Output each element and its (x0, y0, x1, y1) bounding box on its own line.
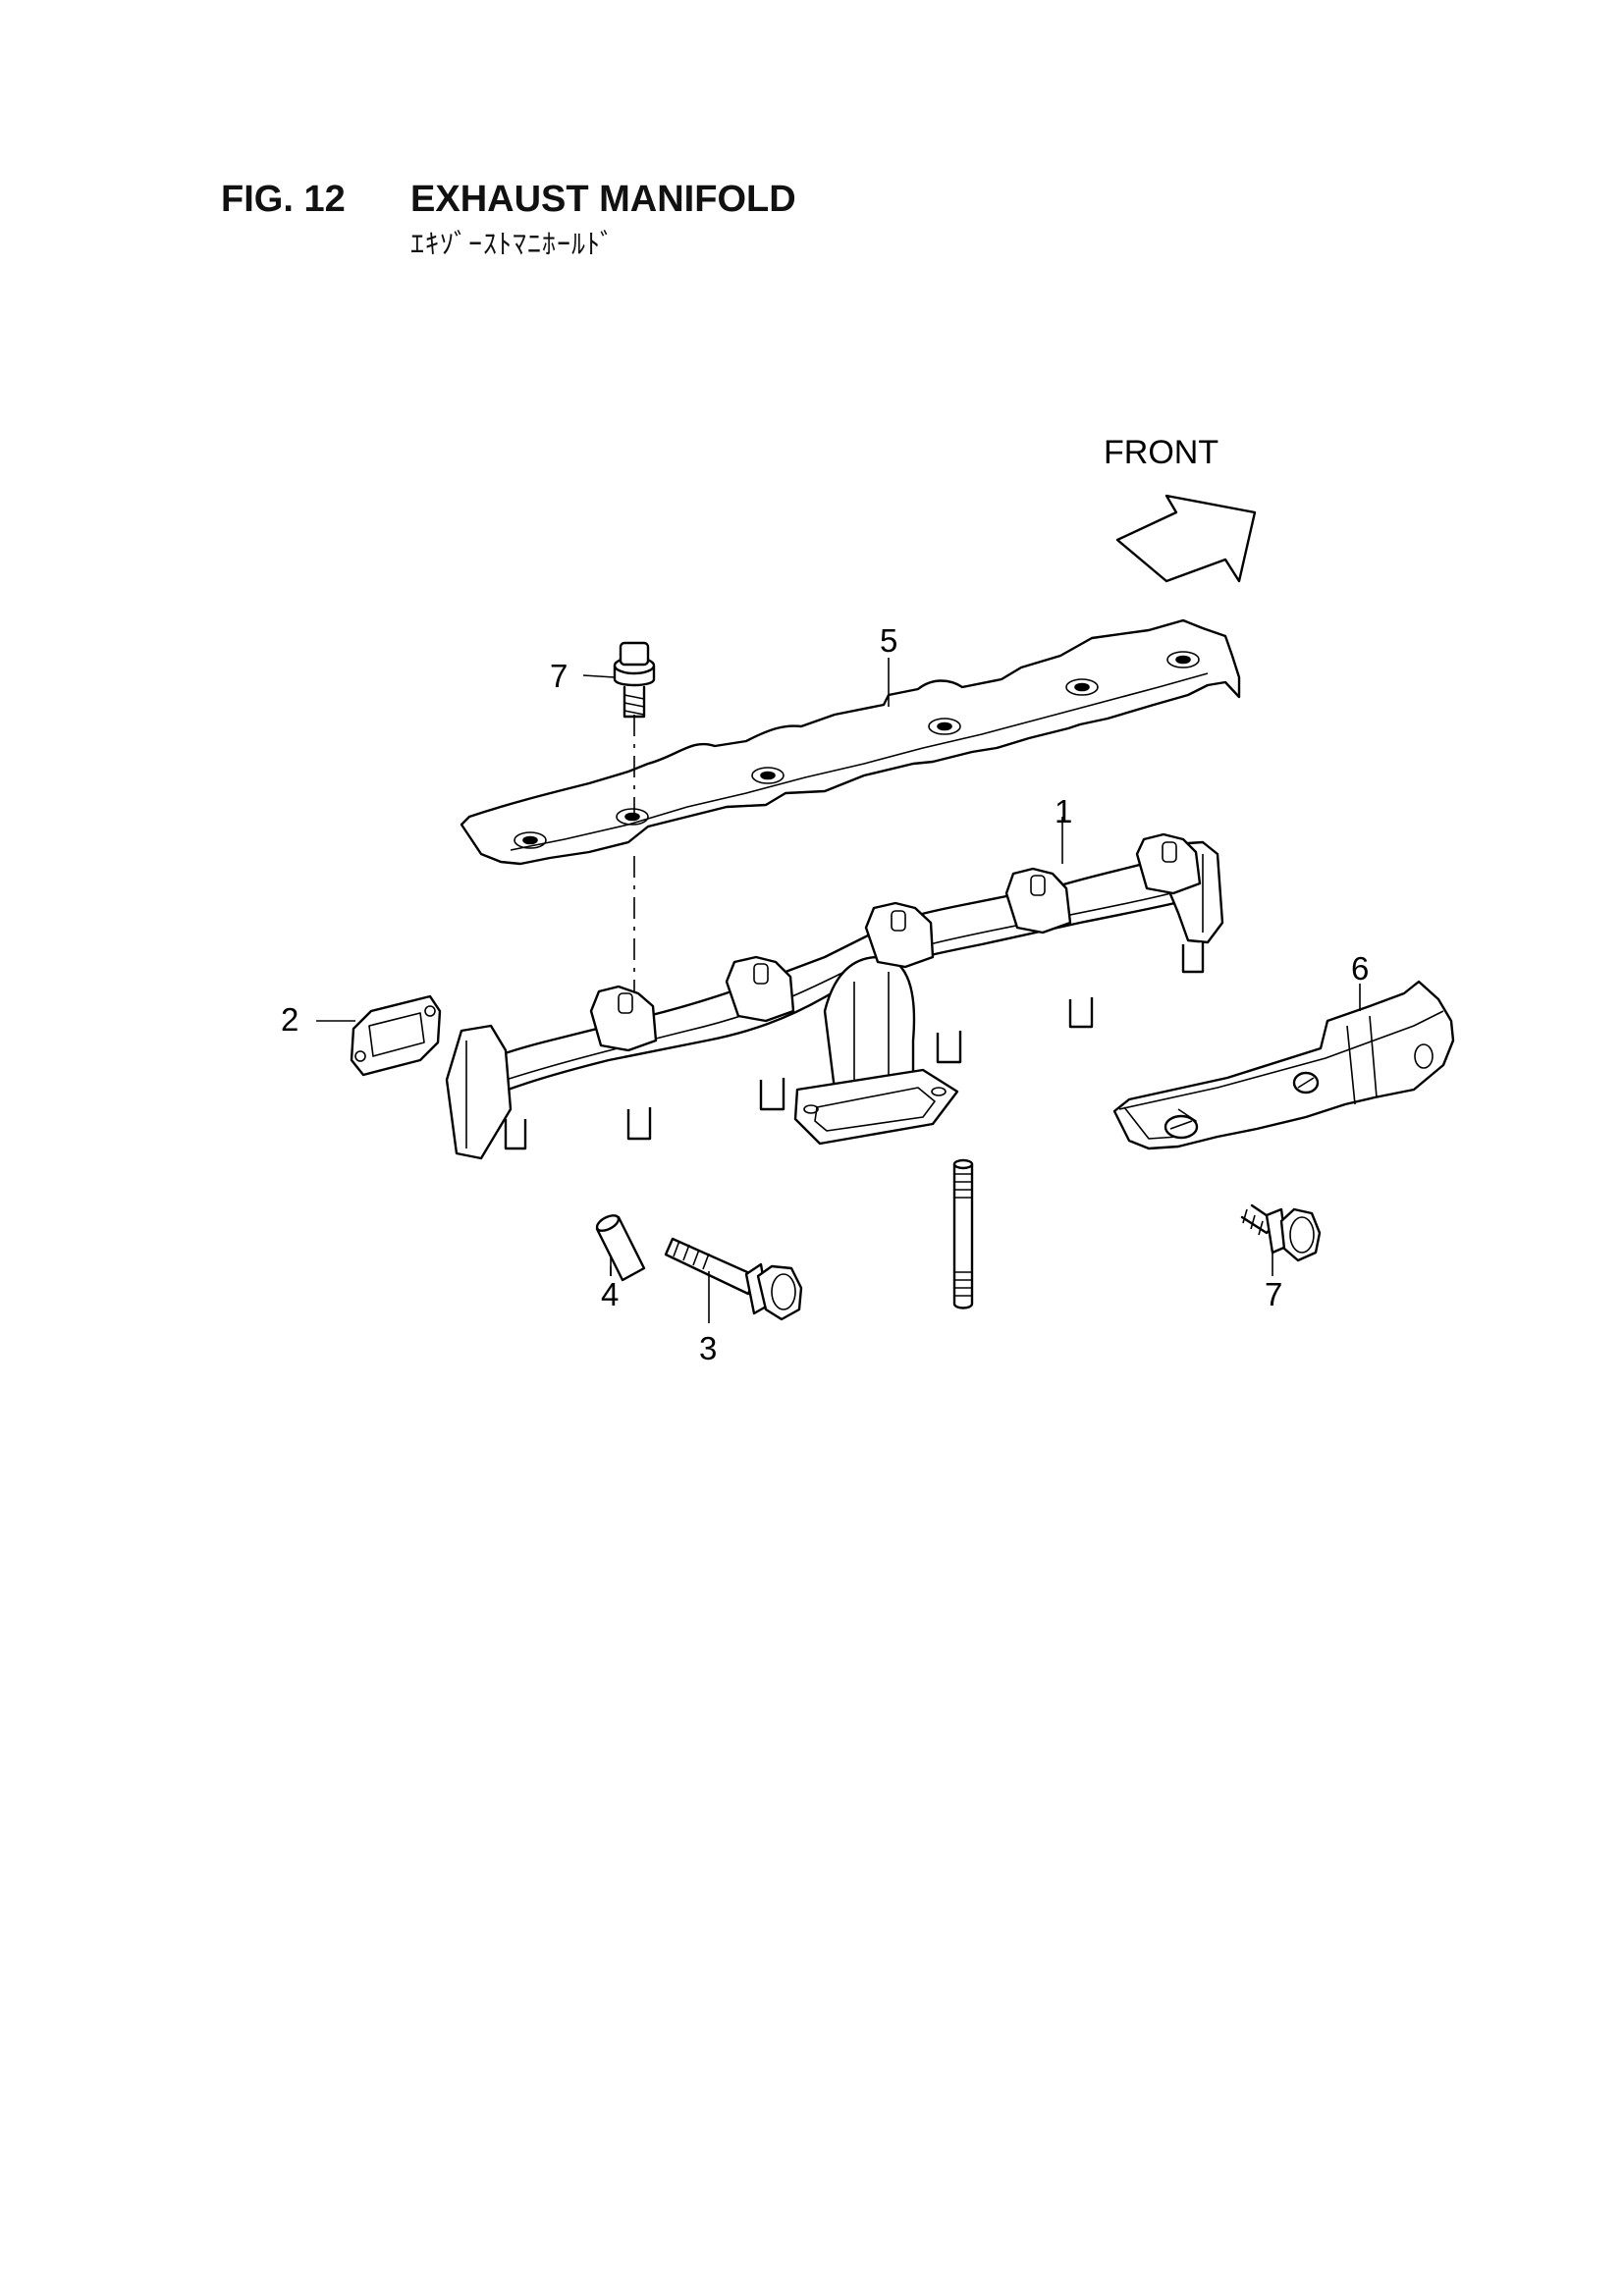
gasket-part (350, 994, 442, 1077)
heat-shield-side-part (1112, 980, 1455, 1150)
callout-2: 2 (281, 1001, 298, 1038)
flange-bolt-long-part (664, 1237, 803, 1321)
front-label: FRONT (1104, 434, 1218, 471)
callout-1: 1 (1055, 793, 1072, 829)
front-arrow-icon (1115, 494, 1257, 583)
dowel-pin-part (595, 1214, 646, 1282)
heat-shield-upper-part (460, 618, 1241, 866)
callout-5: 5 (880, 622, 897, 659)
callout-4: 4 (601, 1276, 619, 1312)
callout-6: 6 (1351, 950, 1369, 987)
flange-bolt-upper-part (613, 641, 656, 719)
callout-3: 3 (699, 1330, 717, 1366)
flange-bolt-lower-part (1240, 1203, 1322, 1262)
figure-title: EXHAUST MANIFOLD (410, 179, 796, 220)
stud-part (952, 1158, 974, 1309)
exhaust-manifold-part (445, 832, 1224, 1160)
callout-leaders (316, 658, 1361, 1323)
callout-7-lower: 7 (1265, 1276, 1282, 1312)
figure-number: FIG. 12 (221, 179, 346, 220)
figure-subtitle: ｴｷｿﾞｰｽﾄﾏﾆﾎｰﾙﾄﾞ (410, 229, 616, 259)
callout-7-upper: 7 (550, 658, 568, 694)
front-direction-indicator: FRONT (1104, 434, 1257, 583)
